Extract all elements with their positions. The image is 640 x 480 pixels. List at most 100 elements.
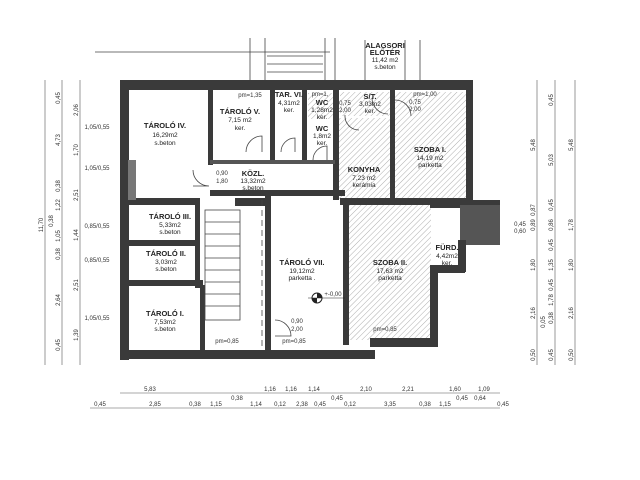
room-szoba-i: SZOBA I. 14,19 m2 parketta bbox=[414, 145, 446, 169]
dimension-label: 0,38 bbox=[56, 248, 62, 260]
room-name: S/T. bbox=[364, 92, 377, 101]
room-name: TÁROLÓ IV. bbox=[144, 121, 186, 130]
dimension-label: 0,38 bbox=[56, 180, 62, 192]
room-name: KÖZL. bbox=[242, 169, 265, 178]
room-floor: ker. bbox=[317, 114, 328, 121]
dimension-label: 0,45 bbox=[56, 339, 62, 351]
dimension-label: 0,45 bbox=[514, 222, 526, 228]
dimension-label: 5,48 bbox=[569, 139, 575, 151]
dimension-label: 2,64 bbox=[56, 294, 62, 306]
wc-floor bbox=[308, 93, 334, 119]
dimension-label: 1,05/0,55 bbox=[84, 125, 110, 131]
level-label: +-0,00 bbox=[324, 292, 342, 298]
door-size: 0,75 bbox=[409, 100, 421, 106]
dimension-label: 2,10 bbox=[360, 387, 372, 393]
room-name: TÁROLÓ V. bbox=[220, 107, 260, 116]
dimension-label: 2,16 bbox=[569, 307, 575, 319]
dimension-label: 0,45 bbox=[549, 94, 555, 106]
room-alagsori-eloter: ALAGSORI ELŐTÉR 11,42 m2 s.beton bbox=[365, 41, 405, 71]
dimension-label: 1,15 bbox=[210, 402, 222, 408]
dimension-label: 0,45 bbox=[331, 396, 343, 402]
room-wc-1: WC 1,28m2 ker. bbox=[311, 98, 333, 121]
room-name: TÁROLÓ I. bbox=[146, 309, 184, 318]
dimension-label: 1,15 bbox=[439, 402, 451, 408]
interior-stairs bbox=[204, 200, 263, 350]
room-tarolo-vii: TÁROLÓ VII. 19,12m2 parketta . bbox=[280, 258, 325, 282]
dimension-label: 1,78 bbox=[549, 294, 555, 306]
sill-height: pm=1,35 bbox=[238, 93, 262, 99]
room-area: 1,28m2 bbox=[311, 107, 333, 114]
szoba-i-floor bbox=[394, 92, 466, 202]
dimension-label: 1,05/0,55 bbox=[84, 316, 110, 322]
room-name: KONYHA bbox=[348, 165, 381, 174]
room-konyha: KONYHA 7,23 m2 kerámia bbox=[348, 165, 381, 189]
room-floor: parketta . bbox=[288, 275, 315, 282]
room-area: 1,8m2 bbox=[313, 133, 331, 140]
room-floor: s.beton bbox=[154, 140, 176, 147]
dimension-label: 0,86 bbox=[549, 219, 555, 231]
room-area: 3,03m2 bbox=[359, 101, 381, 108]
dimension-label: 0,38 bbox=[549, 312, 555, 324]
dimension-label: 3,35 bbox=[384, 402, 396, 408]
room-name: TÁROLÓ III. bbox=[149, 212, 191, 221]
dimension-label: 0,45 bbox=[549, 349, 555, 361]
dimension-label: 1,16 bbox=[285, 387, 297, 393]
room-floor: ker. bbox=[365, 108, 376, 115]
dimension-label: 0,89 bbox=[531, 219, 537, 231]
room-name: SZOBA II. bbox=[373, 258, 407, 267]
door-size: 2,00 bbox=[339, 108, 351, 114]
room-name: SZOBA I. bbox=[414, 145, 446, 154]
dimension-label: 0,45 bbox=[314, 402, 326, 408]
st-floor bbox=[340, 92, 392, 116]
room-tarolo-iv: TÁROLÓ IV. 16,29m2 s.beton bbox=[144, 121, 186, 147]
dimension-label: 4,73 bbox=[56, 134, 62, 146]
dimension-label: 0,85/0,55 bbox=[84, 258, 110, 264]
room-area: 14,19 m2 bbox=[416, 155, 443, 162]
dimension-label: 5,48 bbox=[531, 139, 537, 151]
dimension-label: 1,35 bbox=[549, 259, 555, 271]
dimension-label: 0,45 bbox=[456, 396, 468, 402]
entrance-stair-lines bbox=[95, 38, 421, 80]
room-tarolo-i: TÁROLÓ I. 7,53m2 s.beton bbox=[146, 309, 184, 333]
room-area: 4,31m2 bbox=[278, 100, 300, 107]
dimension-label: 0,45 bbox=[549, 279, 555, 291]
dimension-label: 5,83 bbox=[144, 387, 156, 393]
room-floor: s.beton bbox=[374, 64, 396, 71]
door-size: 2,00 bbox=[291, 327, 303, 333]
room-area: 7,53m2 bbox=[154, 319, 176, 326]
dimension-label: 2,21 bbox=[402, 387, 414, 393]
door-size: 2,00 bbox=[409, 107, 421, 113]
room-tarolo-iii: TÁROLÓ III. 5,33m2 s.beton bbox=[149, 212, 191, 236]
room-floor: s.beton bbox=[159, 229, 181, 236]
room-name: WC bbox=[316, 98, 329, 107]
sill-height: pm=0,85 bbox=[282, 339, 306, 345]
dimension-label: 2,51 bbox=[74, 189, 80, 201]
room-floor: s.beton bbox=[154, 326, 176, 333]
dimension-label: 1,70 bbox=[74, 144, 80, 156]
dimension-label: 0,60 bbox=[514, 229, 526, 235]
room-wc-2: WC 1,8m2 ker. bbox=[313, 124, 331, 147]
sill-height: pm=0,85 bbox=[373, 327, 397, 333]
door-size: 0,90 bbox=[216, 171, 228, 177]
room-area: 7,23 m2 bbox=[352, 175, 376, 182]
room-area: 16,29m2 bbox=[152, 132, 178, 139]
dimension-label: 0,45 bbox=[549, 199, 555, 211]
room-name: TÁROLÓ II. bbox=[146, 249, 186, 258]
room-floor: parketta bbox=[378, 275, 402, 282]
walls bbox=[120, 80, 500, 360]
room-floor: ker. bbox=[317, 140, 328, 147]
room-name: TAR. VI. bbox=[275, 90, 303, 99]
dimension-label: 1,39 bbox=[74, 329, 80, 341]
room-floor: kerámia bbox=[352, 182, 376, 189]
dimension-label: 2,85 bbox=[149, 402, 161, 408]
dimension-label: 5,03 bbox=[549, 154, 555, 166]
dimension-label: 1,05 bbox=[56, 230, 62, 242]
room-area: 7,15 m2 bbox=[228, 117, 252, 124]
dimension-label: 0,45 bbox=[94, 402, 106, 408]
dimension-label: 0,38 bbox=[231, 396, 243, 402]
room-floor: ker. bbox=[442, 260, 453, 267]
room-kozl: KÖZL. 13,32m2 s.beton bbox=[240, 169, 266, 192]
room-floor: s.beton bbox=[155, 266, 177, 273]
room-area: 13,32m2 bbox=[240, 178, 266, 185]
